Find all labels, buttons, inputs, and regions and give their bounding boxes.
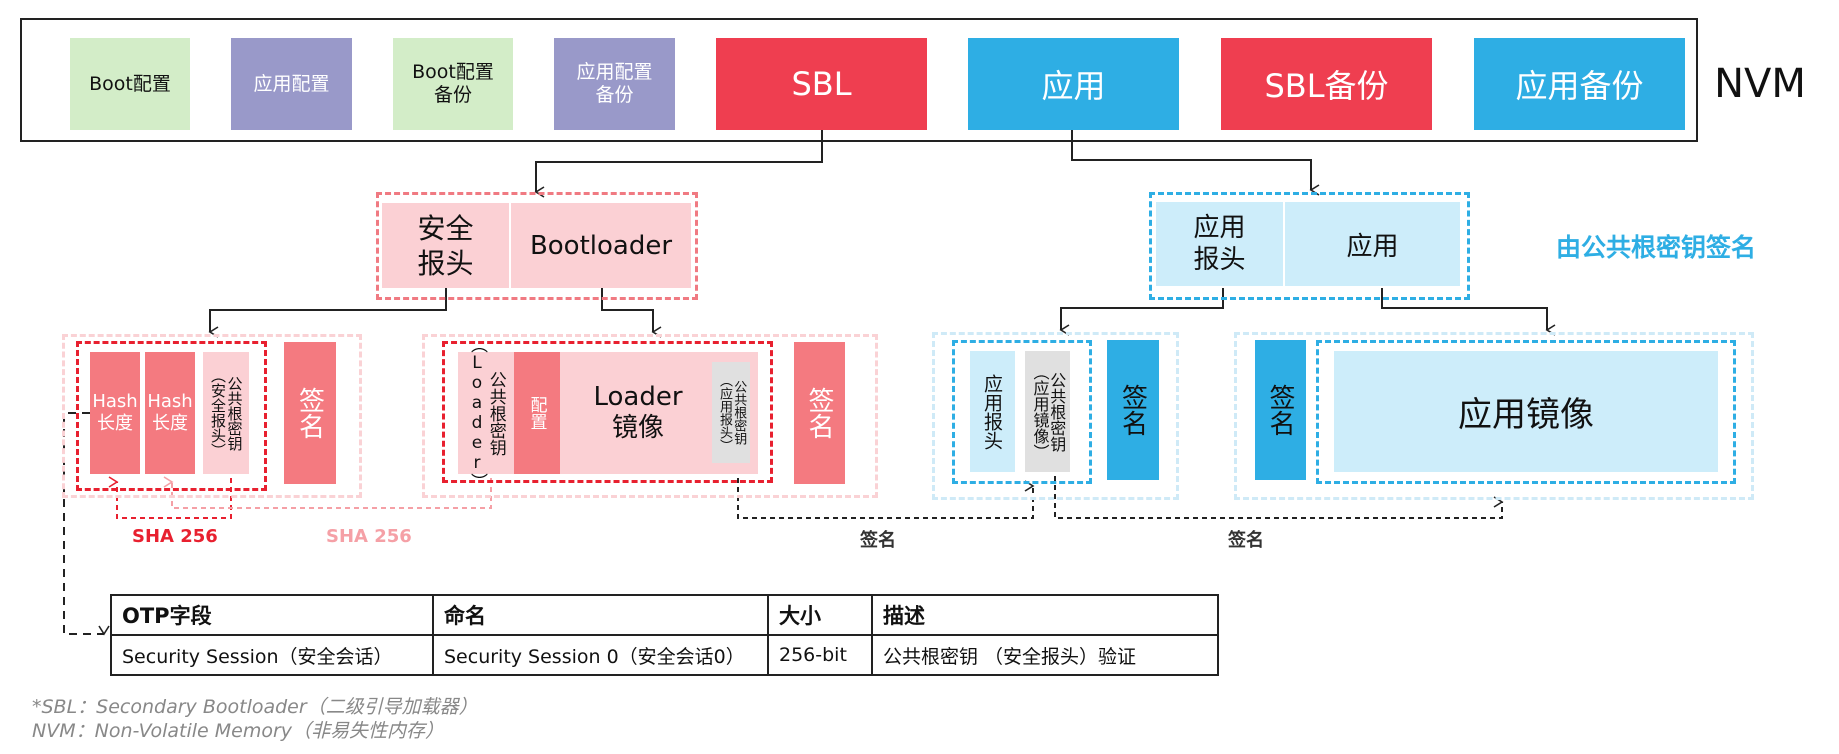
app-group-frame (1149, 192, 1470, 300)
nvm-block-boot-config-backup: Boot配置 备份 (393, 38, 513, 130)
config-block: 配置 (514, 352, 560, 474)
nvm-frame (20, 18, 1698, 142)
nvm-block-sbl-backup: SBL备份 (1221, 38, 1432, 130)
signed-by-root-key-note: 由公共根密钥签名 (1556, 233, 1757, 262)
otp-table: OTP字段 命名 大小 描述 Security Session（安全会话） Se… (110, 594, 1219, 676)
sha256-red-path (108, 476, 232, 519)
root-key-app-image-block: 公共根密钥 （应用镜像） (1025, 351, 1070, 472)
col-header-size: 大小 (767, 594, 873, 636)
root-key-app-image-label: 公共根密钥 （应用镜像） (1030, 363, 1067, 460)
security-header-detail-outer (62, 334, 362, 498)
signature-label: 签名 (1117, 384, 1148, 436)
app-image-detail-inner (1316, 340, 1736, 484)
hash-length-block-1: Hash 长度 (90, 352, 140, 474)
root-key-loader-block: 公共根密钥 （Loader） (458, 336, 514, 490)
nvm-block-app: 应用 (968, 38, 1179, 130)
bootloader-detail-outer (422, 334, 878, 498)
table-row: Security Session（安全会话） Security Session … (110, 634, 1219, 676)
sign-label-2: 签名 (1228, 530, 1264, 551)
config-label: 配置 (526, 396, 547, 430)
app-header-block: 应用 报头 (1156, 202, 1283, 286)
nvm-block-sbl: SBL (716, 38, 927, 130)
col-header-name: 命名 (432, 594, 769, 636)
sha256-label-pink: SHA 256 (326, 526, 412, 547)
nvm-block-app-config: 应用配置 (231, 38, 352, 130)
col-header-otp-field: OTP字段 (110, 594, 434, 636)
app-block: 应用 (1285, 202, 1460, 286)
cell-description: 公共根密钥 （安全报头）验证 (871, 634, 1219, 676)
app-header-detail-block: 应用报头 (970, 351, 1015, 472)
table-header-row: OTP字段 命名 大小 描述 (110, 594, 1219, 636)
footnote-nvm: NVM：Non-Volatile Memory（非易失性内存） (32, 720, 445, 742)
root-key-loader-label: 公共根密钥 （Loader） (467, 336, 506, 490)
arrow-app-to-app-group (1071, 130, 1320, 196)
signature-block-app-header: 签名 (1107, 340, 1159, 480)
sign-label-1: 签名 (860, 530, 896, 551)
security-header-detail-inner (76, 341, 267, 491)
root-key-security-header-block: 公共根密钥 （安全报头） (203, 352, 249, 474)
root-key-app-header-block: 公共根密钥 （应用报头） (712, 362, 750, 463)
cell-otp-field: Security Session（安全会话） (110, 634, 434, 676)
security-header-block: 安全 报头 (382, 203, 509, 288)
col-header-description: 描述 (871, 594, 1219, 636)
sbl-group-frame (376, 192, 698, 300)
cell-name: Security Session 0（安全会话0） (432, 634, 769, 676)
app-image-detail-outer (1234, 332, 1754, 500)
nvm-label: NVM (1714, 61, 1806, 107)
bootloader-detail-inner (442, 341, 773, 483)
loader-image-label: Loader 镜像 (593, 381, 683, 443)
signature-label: 签名 (294, 387, 325, 439)
footnote-sbl: *SBL：Secondary Bootloader（二级引导加载器） (32, 696, 478, 718)
hash-length-block-2: Hash 长度 (145, 352, 195, 474)
root-key-security-header-label: 公共根密钥 （安全报头） (209, 368, 244, 458)
sha256-label-red: SHA 256 (132, 526, 218, 547)
app-header-detail-outer (932, 332, 1179, 500)
signature-label: 签名 (804, 387, 834, 439)
app-header-detail-inner (952, 340, 1092, 484)
root-key-app-header-label: 公共根密钥 （应用报头） (717, 373, 747, 452)
signature-label: 签名 (1265, 384, 1295, 436)
bootloader-block: Bootloader (511, 203, 691, 288)
nvm-block-app-backup: 应用备份 (1474, 38, 1685, 130)
signature-block-bootloader: 签名 (794, 342, 845, 484)
arrow-sbl-to-bootloader-group (534, 130, 823, 198)
otp-link-path (63, 412, 110, 636)
signature-block-security-header: 签名 (284, 342, 336, 484)
cell-size: 256-bit (767, 634, 873, 676)
app-image-block: 应用镜像 (1334, 351, 1718, 472)
signature-block-app-image: 签名 (1255, 340, 1306, 480)
nvm-block-boot-config: Boot配置 (70, 38, 190, 130)
sign-path-1 (737, 478, 1035, 519)
nvm-block-app-config-backup: 应用配置 备份 (554, 38, 675, 130)
app-header-detail-label: 应用报头 (981, 373, 1003, 450)
